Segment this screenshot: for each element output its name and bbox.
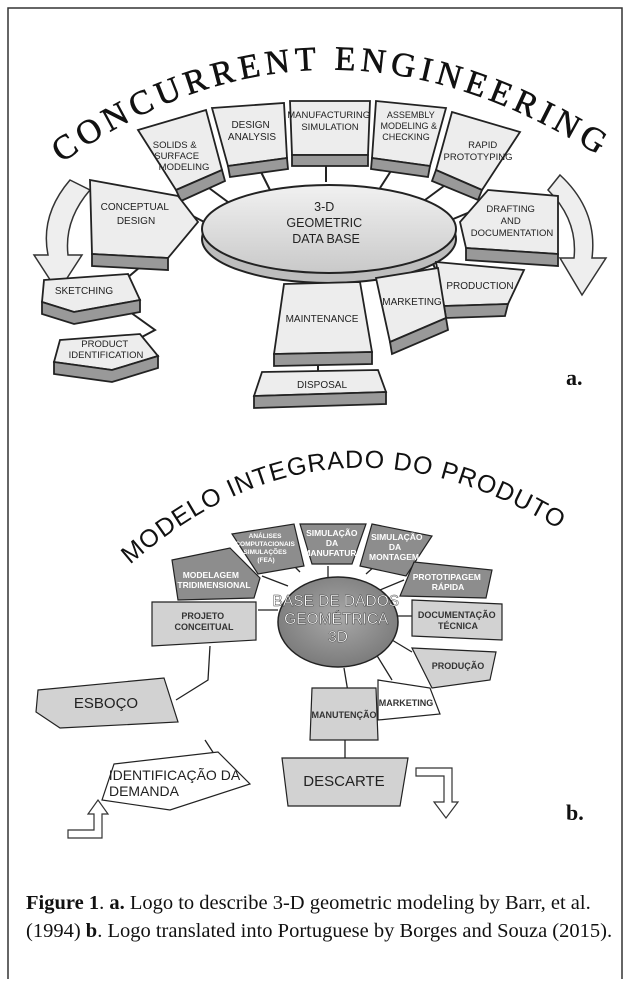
segment-manutencao: MANUTENÇÃO — [309, 687, 379, 741]
segment-design-analysis: DESIGN ANALYSIS — [210, 102, 289, 179]
svg-text:IDENTIFICAÇÃO DA DEM: IDENTIFICAÇÃO DA DEMANDA — [109, 767, 244, 799]
panel-label-b: b. — [566, 800, 584, 825]
svg-text:DISPOSAL: DISPOSAL — [297, 380, 347, 391]
svg-text:DOCUMENTAÇÃO TÉCNICA: DOCUMENTAÇÃO TÉCNICA — [418, 610, 498, 631]
caption-b-text: . Logo translated into Portuguese by Bor… — [97, 920, 613, 942]
svg-text:MARKETING: MARKETING — [379, 698, 434, 708]
svg-text:SIMULAÇÃO DA: SIMULAÇÃO DA MONTAGEM — [369, 532, 425, 562]
segment-simulacao-manufatura: SIMULAÇÃO DA MANUFATURA — [299, 523, 367, 565]
up-arrow-b — [67, 798, 110, 839]
svg-text:DESCARTE: DESCARTE — [303, 773, 384, 790]
panel-label-a: a. — [566, 365, 583, 390]
segment-marketing-b: MARKETING — [377, 679, 441, 721]
segment-rapid-prototyping: RAPID PROTOTYPING — [430, 110, 522, 202]
svg-text:DESIGN ANALYSIS: DESIGN ANALYSIS — [228, 120, 276, 143]
diagram-b: MODELO INTEGRADO DO PRODUTO BASE DE DADO… — [35, 446, 584, 839]
figure-caption: Figure 1. a. Logo to describe 3-D geomet… — [26, 889, 618, 945]
right-curved-arrow-a — [546, 173, 608, 297]
svg-text:ASSEMBLY MODELING &: ASSEMBLY MODELING & CHECKING — [380, 110, 439, 142]
svg-text:RAPID PROTOTYPING: RAPID PROTOTYPING — [444, 140, 513, 163]
segment-production: PRODUCTION — [434, 260, 526, 319]
caption-a-label: a. — [109, 892, 125, 914]
svg-text:PROTOTIPAGEM RÁPIDA: PROTOTIPAGEM RÁPIDA — [413, 572, 484, 592]
svg-text:SOLIDS & SURFACE: SOLIDS & SURFACE MODELING — [153, 140, 210, 173]
svg-text:CONCEPTUAL DESIGN: CONCEPTUAL DESIGN — [101, 202, 172, 227]
caption-b-label: b — [85, 920, 98, 942]
left-curved-arrow-a — [32, 179, 92, 294]
segment-analises: ANÁLISES COMPUTACIONAIS SIMULAÇÕES (FEA) — [230, 523, 305, 575]
segment-manufacturing-simulation: MANUFACTURING SIMULATION — [287, 100, 373, 167]
svg-text:PRODUÇÃO: PRODUÇÃO — [432, 661, 485, 671]
svg-text:MODELAGEM TRIDIMENSI: MODELAGEM TRIDIMENSIONAL — [177, 570, 250, 590]
svg-text:SIMULAÇÃO DA: SIMULAÇÃO DA MANUFATURA — [303, 528, 362, 558]
segment-assembly-modeling: ASSEMBLY MODELING & CHECKING — [370, 100, 448, 179]
segment-conceptual-design: CONCEPTUAL DESIGN — [89, 178, 200, 271]
svg-text:ESBOÇO: ESBOÇO — [74, 695, 138, 712]
svg-text:PROJETO CONCEITUAL: PROJETO CONCEITUAL — [175, 611, 234, 632]
segment-modelagem: MODELAGEM TRIDIMENSIONAL — [171, 547, 261, 601]
hub-text-b: BASE DE DADOS GEOMÉTRICA 3D — [273, 593, 404, 646]
svg-text:ANÁLISES COMPUTACION: ANÁLISES COMPUTACIONAIS SIMULAÇÕES (FEA) — [235, 531, 296, 564]
svg-text:SKETCHING: SKETCHING — [55, 286, 114, 297]
svg-text:MANUFACTURING SIMULA: MANUFACTURING SIMULATION — [287, 110, 373, 133]
segment-product-identification: PRODUCT IDENTIFICATION — [52, 333, 160, 383]
caption-a-text: Logo to describe 3-D geometric modeling … — [26, 892, 591, 942]
segment-documentacao: DOCUMENTAÇÃO TÉCNICA — [411, 599, 503, 641]
segment-descarte: DESCARTE — [281, 757, 409, 807]
svg-text:MANUTENÇÃO: MANUTENÇÃO — [312, 710, 377, 720]
caption-sep: . — [99, 892, 110, 914]
segment-identificacao: IDENTIFICAÇÃO DA DEMANDA — [101, 751, 252, 811]
segment-marketing: MARKETING — [374, 266, 450, 356]
segment-disposal: DISPOSAL — [252, 369, 388, 409]
hub-text-a: 3-D GEOMETRIC DATA BASE — [286, 200, 365, 246]
svg-text:MAINTENANCE: MAINTENANCE — [286, 314, 359, 325]
segment-drafting-documentation: DRAFTING AND DOCUMENTATION — [459, 189, 559, 267]
segment-sketching: SKETCHING — [41, 273, 142, 325]
segment-prototipagem: PROTOTIPAGEM RÁPIDA — [399, 561, 493, 599]
segment-projeto-conceitual: PROJETO CONCEITUAL — [151, 601, 257, 647]
svg-text:MARKETING: MARKETING — [382, 297, 442, 308]
down-arrow-b — [415, 767, 460, 819]
segment-esboco: ESBOÇO — [35, 677, 179, 729]
caption-figure-label: Figure 1 — [26, 892, 100, 914]
segment-producao: PRODUÇÃO — [411, 647, 497, 689]
svg-text:PRODUCTION: PRODUCTION — [446, 281, 513, 292]
segment-solids-surface-modeling: SOLIDS & SURFACE MODELING — [136, 108, 227, 203]
svg-text:PRODUCT IDENTIFICATI: PRODUCT IDENTIFICATION — [69, 339, 144, 361]
segment-maintenance: MAINTENANCE — [272, 281, 374, 367]
svg-text:DRAFTING AND: DRAFTING AND DOCUMENTATION — [471, 204, 554, 239]
diagram-a: CONCURRENT ENGINEERING 3-D GEOMETRIC — [32, 40, 613, 409]
